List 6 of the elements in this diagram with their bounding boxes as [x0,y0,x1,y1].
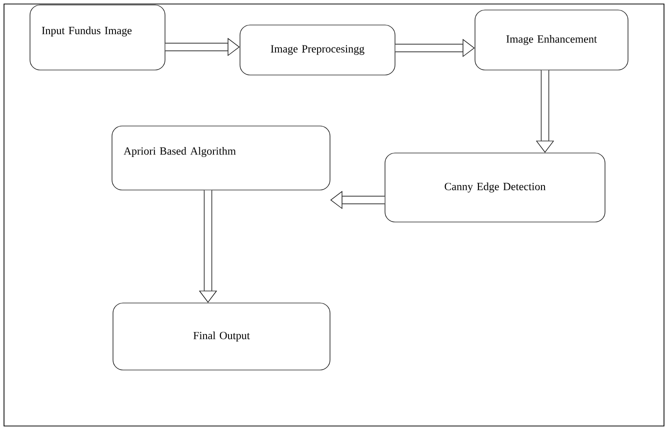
process-box: Final Output [112,302,330,370]
process-box: Apriori Based Algorithm [112,126,330,190]
process-box: Image Preprocesingg [240,24,396,76]
process-box: Canny Edge Detection [384,152,606,222]
process-box: Input Fundus Image [30,4,166,70]
process-box: Image Enhancement [474,10,628,70]
